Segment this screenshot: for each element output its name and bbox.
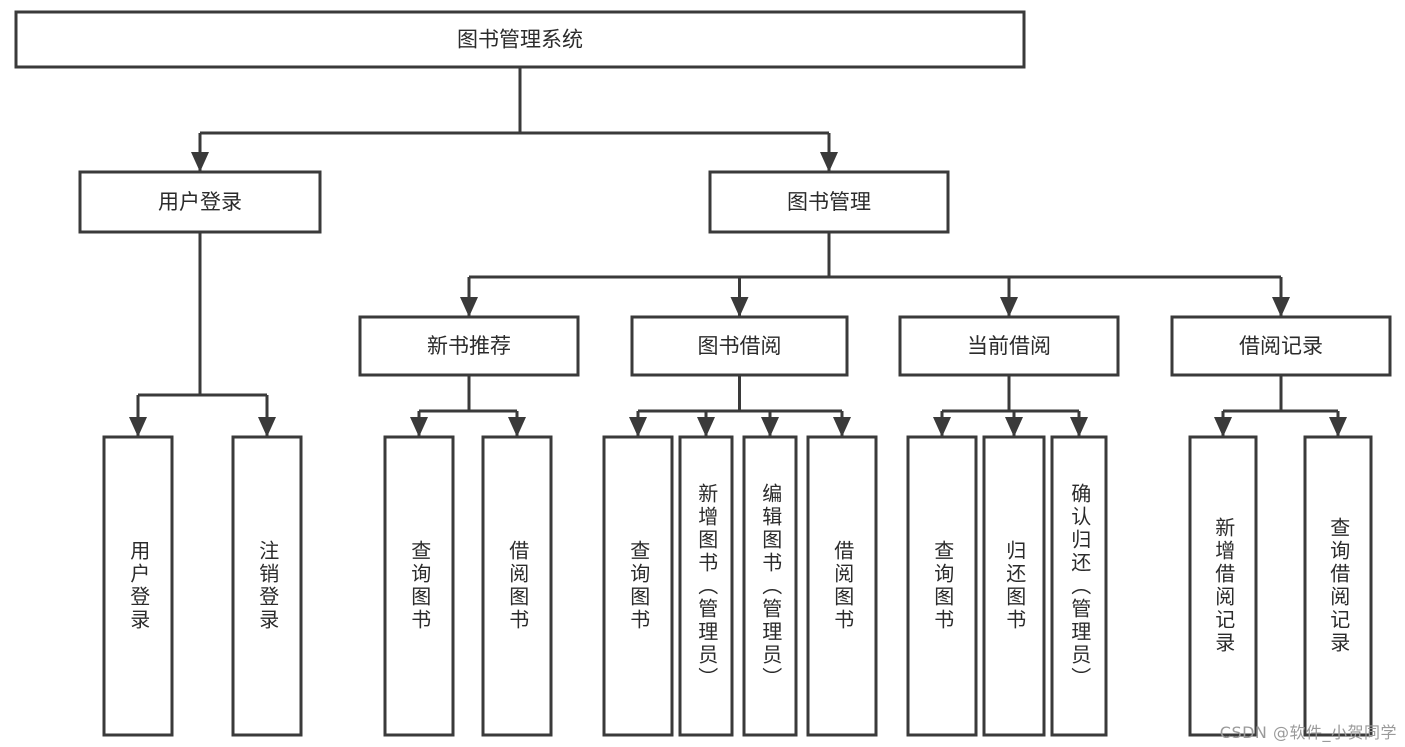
node-查询图书-leaf-8[interactable] — [906, 435, 978, 737]
label-当前借阅: 当前借阅 — [967, 334, 1051, 358]
arrow-head-icon — [460, 297, 478, 317]
node-查询图书-leaf-2[interactable] — [383, 435, 455, 737]
node-借阅图书-leaf-3[interactable] — [481, 435, 553, 737]
label-用户登录: 用户登录 — [158, 190, 242, 214]
arrow-head-icon — [629, 417, 647, 437]
arrow-head-icon — [697, 417, 715, 437]
arrow-head-icon — [191, 152, 209, 172]
label-图书借阅: 图书借阅 — [698, 334, 782, 358]
node-图书借阅-l3-1[interactable] — [630, 315, 849, 377]
arrow-head-icon — [508, 417, 526, 437]
node-layer — [14, 10, 1392, 737]
label-借阅记录: 借阅记录 — [1239, 334, 1323, 358]
node-新增借阅记录-leaf-11[interactable] — [1188, 435, 1258, 737]
arrow-head-icon — [1000, 297, 1018, 317]
arrow-head-icon — [258, 417, 276, 437]
node-用户登录-leaf-0[interactable] — [102, 435, 174, 737]
label-图书管理系统: 图书管理系统 — [457, 28, 583, 52]
label-图书管理: 图书管理 — [787, 190, 871, 214]
node-用户登录-l2-0[interactable] — [78, 170, 322, 234]
node-图书管理-l2-1[interactable] — [708, 170, 950, 234]
node-编辑图书管理员-leaf-6[interactable] — [742, 435, 798, 737]
arrow-head-icon — [833, 417, 851, 437]
label-新书推荐: 新书推荐 — [427, 334, 511, 358]
arrow-head-icon — [129, 417, 147, 437]
node-新书推荐-l3-0[interactable] — [358, 315, 580, 377]
node-查询图书-leaf-4[interactable] — [602, 435, 674, 737]
node-归还图书-leaf-9[interactable] — [982, 435, 1046, 737]
arrow-head-icon — [820, 152, 838, 172]
node-图书管理系统[interactable] — [14, 10, 1026, 69]
arrow-head-icon — [410, 417, 428, 437]
node-新增图书管理员-leaf-5[interactable] — [678, 435, 734, 737]
node-当前借阅-l3-2[interactable] — [898, 315, 1120, 377]
arrow-head-icon — [1272, 297, 1290, 317]
node-确认归还管理员-leaf-10[interactable] — [1050, 435, 1108, 737]
arrow-head-icon — [1214, 417, 1232, 437]
arrow-head-icon — [1070, 417, 1088, 437]
node-注销登录-leaf-1[interactable] — [231, 435, 303, 737]
arrow-head-icon — [1329, 417, 1347, 437]
connector-layer — [129, 67, 1347, 437]
arrow-head-icon — [730, 297, 749, 317]
node-借阅记录-l3-3[interactable] — [1170, 315, 1392, 377]
arrow-head-icon — [1005, 417, 1023, 437]
arrow-head-icon — [761, 417, 779, 437]
node-借阅图书-leaf-7[interactable] — [806, 435, 878, 737]
node-查询借阅记录-leaf-12[interactable] — [1303, 435, 1373, 737]
arrow-head-icon — [933, 417, 951, 437]
